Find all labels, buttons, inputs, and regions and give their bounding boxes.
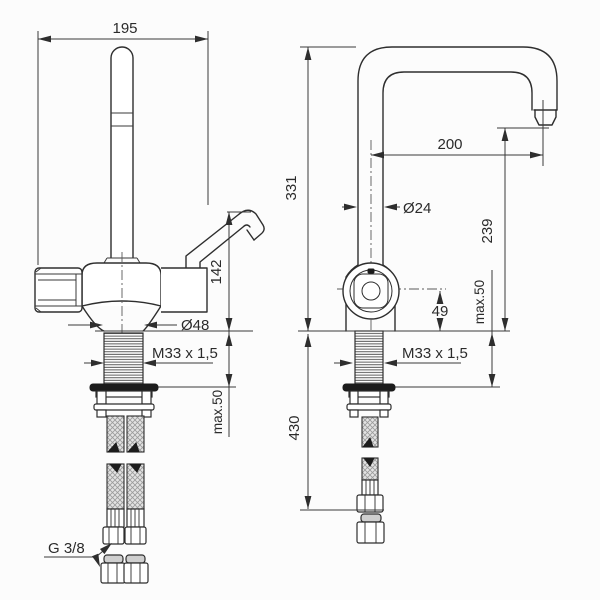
dim-overall-height: 331	[283, 46, 356, 331]
spout-outlet-tip	[534, 109, 557, 126]
detached-nuts	[100, 554, 149, 584]
threaded-shank	[103, 332, 144, 385]
dim-hose-length: 430	[286, 334, 384, 511]
dim-tube-diameter: Ø24	[342, 200, 431, 217]
dim-deck-thickness-front: max.50	[472, 270, 496, 387]
dim-label-m33-front: M33 x 1,5	[402, 345, 468, 362]
lever-handle	[110, 46, 134, 258]
dim-label-142: 142	[208, 259, 225, 284]
knob-index-mark	[367, 268, 375, 274]
dim-label-m33-side: M33 x 1,5	[152, 345, 218, 362]
dim-label-331: 331	[283, 175, 300, 200]
dim-side-spout-height: 142	[208, 211, 251, 331]
dim-label-max50-side: max.50	[210, 390, 225, 434]
front-view: 331 430 200 Ø24	[283, 46, 558, 544]
side-spout	[185, 209, 265, 269]
dim-label-430: 430	[286, 415, 303, 440]
dim-base-diameter: Ø48	[68, 317, 209, 334]
base-flange-front	[342, 383, 396, 392]
dim-label-200: 200	[437, 136, 462, 153]
dim-label-d24: Ø24	[403, 200, 431, 217]
supply-hoses	[102, 415, 147, 545]
dim-thread-side: M33 x 1,5	[84, 345, 218, 367]
dim-spout-reach: 200	[371, 100, 544, 166]
threaded-shank-front	[354, 330, 384, 385]
dim-label-49: 49	[432, 303, 449, 320]
dim-label-195: 195	[112, 20, 137, 37]
u-spout	[357, 46, 558, 266]
dim-deck-thickness-side: max.50	[210, 331, 233, 437]
mounting-hardware-front	[346, 390, 392, 418]
side-knob	[34, 267, 83, 313]
detached-nut-front	[356, 513, 385, 544]
faucet-body	[81, 262, 162, 306]
base-flange	[89, 383, 159, 392]
spout-base-block	[161, 267, 208, 313]
supply-hose-front	[356, 416, 384, 513]
dim-label-d48: Ø48	[181, 317, 209, 334]
dim-label-max50-front: max.50	[472, 280, 487, 324]
dim-outlet-height: 239	[479, 127, 549, 331]
dim-label-g38: G 3/8	[48, 540, 85, 557]
dim-thread-front: M33 x 1,5	[334, 345, 468, 367]
dim-label-239: 239	[479, 218, 496, 243]
dim-overall-depth: 195	[37, 20, 209, 265]
side-view: 195 142 Ø48 M33 x 1,5	[34, 20, 265, 584]
dim-hose-connection: G 3/8	[44, 540, 115, 569]
mounting-hardware	[93, 390, 155, 418]
front-knob	[342, 262, 400, 320]
dim-handle-center-height: 49	[432, 291, 449, 331]
